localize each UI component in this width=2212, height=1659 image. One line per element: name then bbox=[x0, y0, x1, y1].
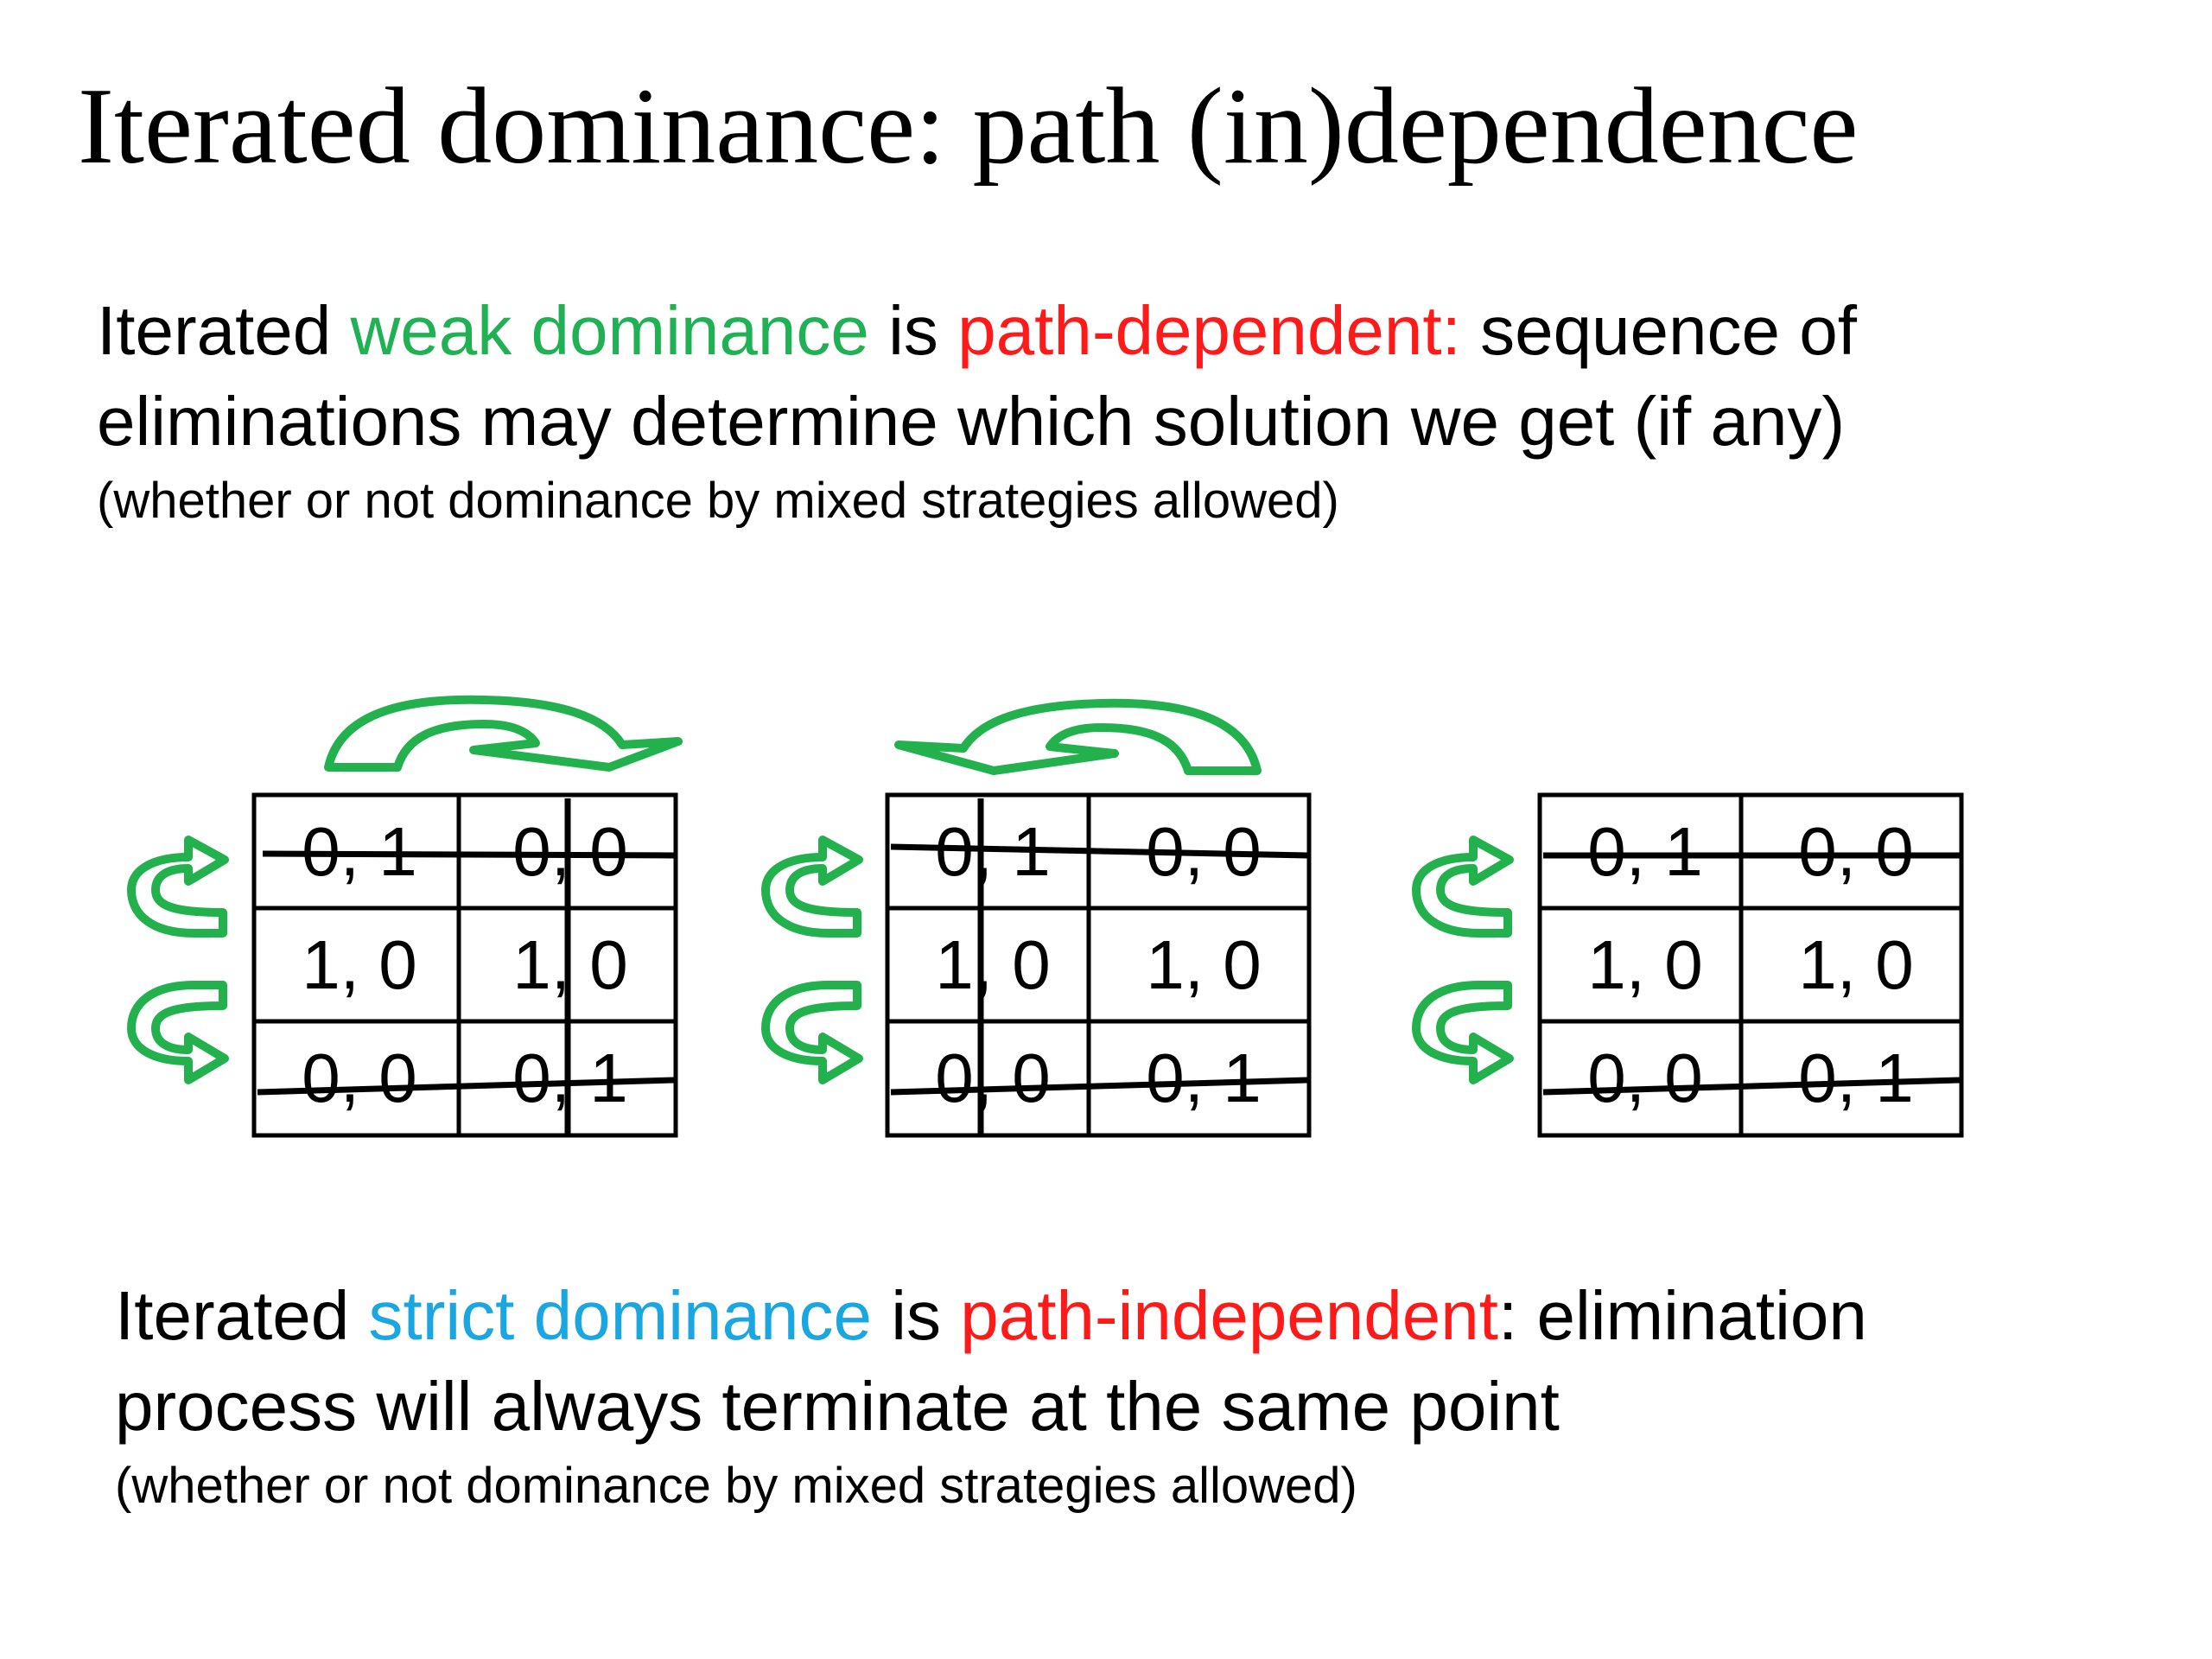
matrix-3-grid bbox=[1537, 792, 1964, 1138]
strict-line-1-part-e: : elimination bbox=[1498, 1277, 1867, 1354]
matrix-2-cell-r1c2: 0, 0 bbox=[1146, 812, 1262, 890]
strict-note: (whether or not dominance by mixed strat… bbox=[115, 1458, 1357, 1514]
matrix-2-cell-r3c1: 0, 0 bbox=[935, 1039, 1051, 1116]
strict-line-2: process will always terminate at the sam… bbox=[115, 1368, 1560, 1445]
matrix-3-cell-r3c1: 0, 0 bbox=[1587, 1039, 1703, 1116]
matrix-3-strike-row-3 bbox=[1542, 1077, 1961, 1096]
matrix-3-cell-r1c2: 0, 0 bbox=[1798, 812, 1914, 890]
matrix-3-row-arrow-bottom-icon bbox=[1412, 981, 1514, 1084]
matrix-2-cell-r1c1: 0, 1 bbox=[935, 812, 1051, 890]
weak-dominance-paragraph: Iterated weak dominance is path-dependen… bbox=[97, 285, 1857, 536]
matrix-1-cell-r1c1: 0, 1 bbox=[302, 812, 417, 890]
weak-line-1-part-a: Iterated bbox=[97, 292, 351, 369]
matrix-2-strike-row-1 bbox=[890, 843, 1308, 859]
weak-note: (whether or not dominance by mixed strat… bbox=[97, 473, 1339, 529]
matrix-1-strike-row-3 bbox=[257, 1077, 675, 1096]
matrix-1-strike-row-1 bbox=[262, 850, 675, 859]
matrix-3-cell-r3c2: 0, 1 bbox=[1798, 1039, 1914, 1116]
matrix-3-cell-r1c1: 0, 1 bbox=[1587, 812, 1703, 890]
weak-line-1-part-c: is bbox=[868, 292, 958, 369]
strict-dominance-term: strict dominance bbox=[368, 1277, 872, 1354]
matrix-2-cell-r2c1: 1, 0 bbox=[935, 925, 1051, 1003]
matrix-1-cell-r3c1: 0, 0 bbox=[302, 1039, 417, 1116]
weak-dominance-term: weak dominance bbox=[350, 292, 869, 369]
matrix-1-row-arrows bbox=[127, 836, 229, 1084]
path-dependent-term: path-dependent: bbox=[957, 292, 1461, 369]
matrix-3-row-arrows bbox=[1412, 836, 1514, 1084]
matrix-2-cell-r2c2: 1, 0 bbox=[1146, 925, 1262, 1003]
matrix-1-column-arrow-icon bbox=[324, 695, 683, 772]
payoff-matrix-2: 0, 1 0, 0 1, 0 1, 0 0, 0 0, 1 bbox=[885, 792, 1312, 1138]
matrix-3-cell-r2c1: 1, 0 bbox=[1587, 925, 1703, 1003]
strict-line-1: Iterated strict dominance is path-indepe… bbox=[115, 1270, 1867, 1361]
weak-line-1-part-e: sequence of bbox=[1460, 292, 1857, 369]
matrix-2-grid bbox=[885, 792, 1312, 1138]
strict-line-1-part-c: is bbox=[871, 1277, 961, 1354]
matrix-1-cell-r2c2: 1, 0 bbox=[512, 925, 628, 1003]
strict-dominance-paragraph: Iterated strict dominance is path-indepe… bbox=[115, 1270, 1867, 1521]
weak-line-1: Iterated weak dominance is path-dependen… bbox=[97, 285, 1857, 376]
matrix-2-strike-row-3 bbox=[890, 1077, 1308, 1096]
matrix-1-cell-r3c2: 0, 1 bbox=[512, 1039, 628, 1116]
path-independent-term: path-independent bbox=[960, 1277, 1498, 1354]
matrix-1-row-arrow-top-icon bbox=[127, 836, 229, 938]
matrix-2-column-arrow-icon bbox=[894, 698, 1262, 775]
payoff-matrix-3: 0, 1 0, 0 1, 0 1, 0 0, 0 0, 1 bbox=[1537, 792, 1964, 1138]
payoff-matrix-1: 0, 1 0, 0 1, 0 1, 0 0, 0 0, 1 bbox=[251, 792, 678, 1138]
matrix-2-row-arrows bbox=[761, 836, 863, 1084]
matrix-2-row-arrow-top-icon bbox=[761, 836, 863, 938]
slide-title: Iterated dominance: path (in)dependence bbox=[78, 67, 1859, 187]
matrix-3-row-arrow-top-icon bbox=[1412, 836, 1514, 938]
matrix-1-cell-r2c1: 1, 0 bbox=[302, 925, 417, 1003]
matrix-2-row-arrow-bottom-icon bbox=[761, 981, 863, 1084]
matrix-1-grid bbox=[251, 792, 678, 1138]
matrix-2-cell-r3c2: 0, 1 bbox=[1146, 1039, 1262, 1116]
matrix-3-cell-r2c2: 1, 0 bbox=[1798, 925, 1914, 1003]
strict-line-1-part-a: Iterated bbox=[115, 1277, 369, 1354]
matrix-1-cell-r1c2: 0, 0 bbox=[512, 812, 628, 890]
weak-line-2: eliminations may determine which solutio… bbox=[97, 383, 1846, 460]
matrix-1-row-arrow-bottom-icon bbox=[127, 981, 229, 1084]
